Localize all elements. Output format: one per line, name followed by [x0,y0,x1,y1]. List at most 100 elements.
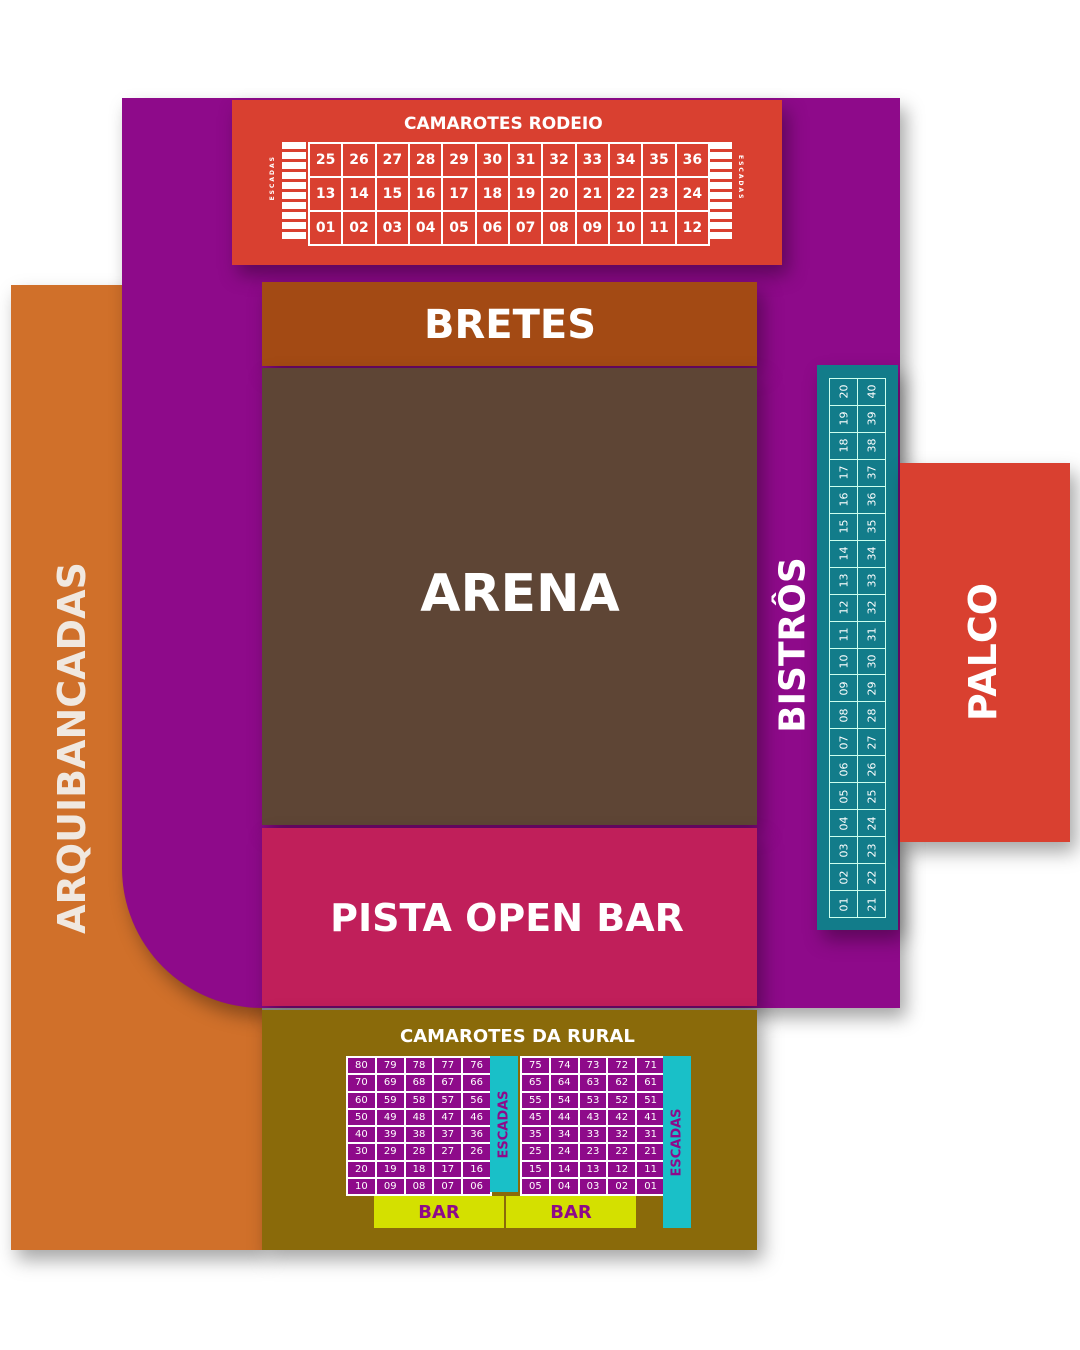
seat[interactable]: 49 [376,1109,404,1125]
seat[interactable]: 11 [830,621,857,648]
seat[interactable]: 02 [830,864,857,891]
seat[interactable]: 40 [858,379,885,405]
seat[interactable]: 32 [858,594,885,621]
seat[interactable]: 53 [579,1092,607,1108]
seat[interactable]: 12 [608,1161,636,1177]
seat[interactable]: 32 [608,1127,636,1143]
seat[interactable]: 78 [405,1058,433,1074]
seat[interactable]: 06 [830,756,857,783]
seat[interactable]: 12 [676,212,708,244]
seat[interactable]: 03 [376,212,408,244]
seat[interactable]: 07 [434,1178,462,1194]
seat[interactable]: 34 [610,144,642,176]
seat[interactable]: 18 [830,432,857,459]
seat[interactable]: 58 [405,1092,433,1108]
seat[interactable]: 71 [637,1058,664,1074]
seat[interactable]: 35 [858,513,885,540]
seat[interactable]: 43 [579,1109,607,1125]
zone-arena[interactable] [262,368,757,825]
seat[interactable]: 23 [579,1144,607,1160]
seat[interactable]: 27 [434,1144,462,1160]
seat[interactable]: 03 [579,1178,607,1194]
seat[interactable]: 46 [463,1109,490,1125]
seat[interactable]: 02 [608,1178,636,1194]
seat[interactable]: 13 [310,178,342,210]
seat[interactable]: 55 [522,1092,549,1108]
seat[interactable]: 27 [376,144,408,176]
seat[interactable]: 65 [522,1075,549,1091]
bar-left[interactable]: BAR [374,1196,504,1228]
seat[interactable]: 75 [522,1058,549,1074]
seat[interactable]: 10 [348,1178,375,1194]
seat[interactable]: 27 [858,729,885,756]
seat[interactable]: 41 [637,1109,664,1125]
seat[interactable]: 47 [434,1109,462,1125]
seat[interactable]: 64 [550,1075,578,1091]
seat[interactable]: 74 [550,1058,578,1074]
seat[interactable]: 12 [830,594,857,621]
seat[interactable]: 26 [858,756,885,783]
seat[interactable]: 24 [858,810,885,837]
seat[interactable]: 16 [830,486,857,513]
seat[interactable]: 42 [608,1109,636,1125]
seat[interactable]: 31 [858,621,885,648]
seat[interactable]: 22 [608,1144,636,1160]
seat[interactable]: 14 [343,178,375,210]
zone-palco[interactable] [900,463,1070,842]
seat[interactable]: 62 [608,1075,636,1091]
seat[interactable]: 10 [830,648,857,675]
seat[interactable]: 04 [550,1178,578,1194]
seat[interactable]: 06 [476,212,508,244]
seat[interactable]: 04 [410,212,442,244]
seat[interactable]: 20 [348,1161,375,1177]
seat[interactable]: 19 [376,1161,404,1177]
seat[interactable]: 21 [637,1144,664,1160]
seat[interactable]: 04 [830,810,857,837]
seat[interactable]: 60 [348,1092,375,1108]
seat[interactable]: 80 [348,1058,375,1074]
seat[interactable]: 69 [376,1075,404,1091]
seat[interactable]: 17 [443,178,475,210]
seat[interactable]: 48 [405,1109,433,1125]
seat[interactable]: 77 [434,1058,462,1074]
seat[interactable]: 45 [522,1109,549,1125]
seat[interactable]: 51 [637,1092,664,1108]
seat[interactable]: 50 [348,1109,375,1125]
seat[interactable]: 35 [643,144,675,176]
seat[interactable]: 07 [830,729,857,756]
seat[interactable]: 05 [830,783,857,810]
seat[interactable]: 14 [550,1161,578,1177]
seat[interactable]: 13 [579,1161,607,1177]
seat[interactable]: 38 [405,1127,433,1143]
seat[interactable]: 21 [858,891,885,917]
seat[interactable]: 21 [576,178,608,210]
seat[interactable]: 29 [858,675,885,702]
seat[interactable]: 08 [830,702,857,729]
seat[interactable]: 15 [376,178,408,210]
seat[interactable]: 39 [376,1127,404,1143]
seat[interactable]: 26 [463,1144,490,1160]
seat[interactable]: 25 [310,144,342,176]
bar-right[interactable]: BAR [506,1196,636,1228]
seat[interactable]: 17 [830,459,857,486]
seat[interactable]: 18 [476,178,508,210]
seat[interactable]: 68 [405,1075,433,1091]
seat[interactable]: 22 [858,864,885,891]
seat[interactable]: 33 [576,144,608,176]
seat[interactable]: 16 [410,178,442,210]
seat[interactable]: 08 [543,212,575,244]
seat[interactable]: 11 [637,1161,664,1177]
seat[interactable]: 07 [510,212,542,244]
seat[interactable]: 34 [858,540,885,567]
zone-pista-open-bar[interactable] [262,828,757,1006]
seat[interactable]: 16 [463,1161,490,1177]
seat[interactable]: 31 [510,144,542,176]
seat[interactable]: 24 [676,178,708,210]
seat[interactable]: 37 [858,459,885,486]
seat[interactable]: 19 [830,405,857,432]
seat[interactable]: 20 [830,379,857,405]
seat[interactable]: 33 [579,1127,607,1143]
seat[interactable]: 36 [858,486,885,513]
seat[interactable]: 34 [550,1127,578,1143]
seat[interactable]: 10 [610,212,642,244]
